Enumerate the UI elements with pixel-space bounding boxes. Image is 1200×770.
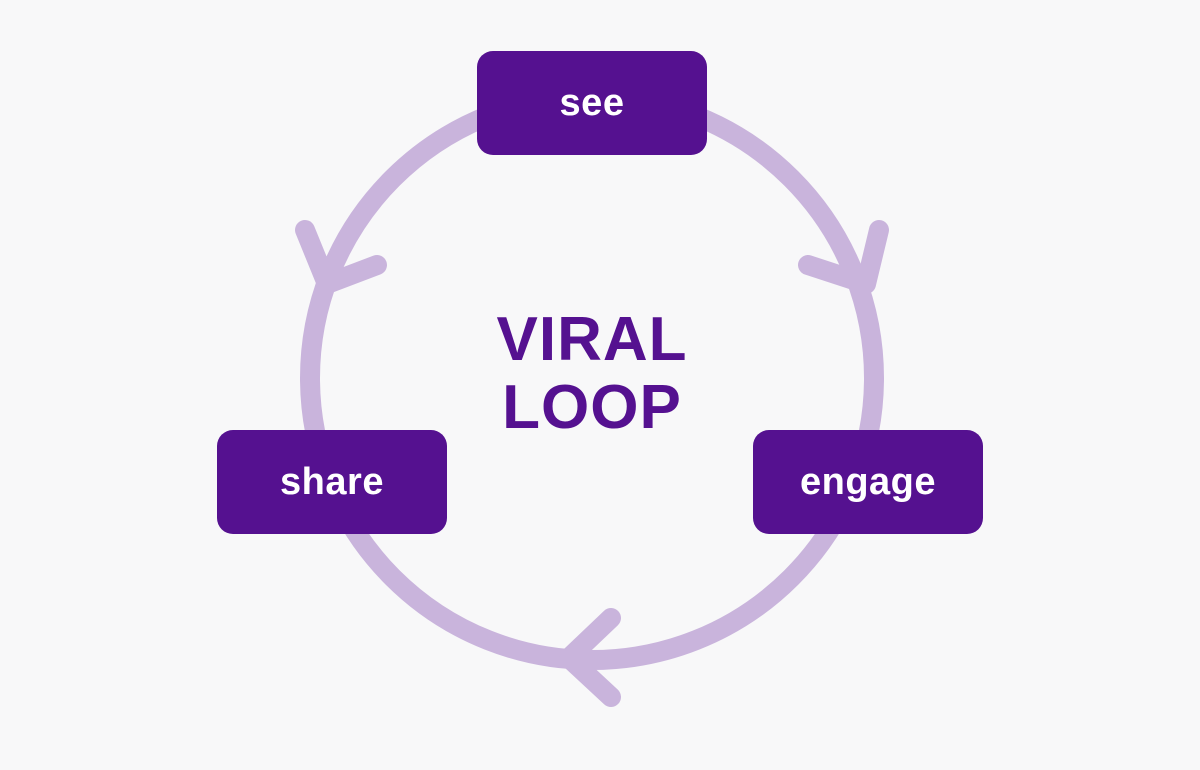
node-see-label: see [559, 81, 625, 124]
title-line-1: VIRAL [496, 305, 688, 374]
node-engage-label: engage [799, 460, 937, 503]
node-see: see [477, 51, 707, 155]
node-share: share [217, 430, 447, 534]
node-share-label: share [280, 460, 384, 503]
node-engage: engage [753, 430, 983, 534]
diagram-title: VIRAL LOOP [442, 306, 742, 442]
arrowhead-icon-bottom [559, 608, 621, 707]
arrowhead-icon-left [295, 220, 387, 294]
title-line-2: LOOP [502, 373, 682, 442]
arrowhead-icon-right [798, 220, 889, 294]
